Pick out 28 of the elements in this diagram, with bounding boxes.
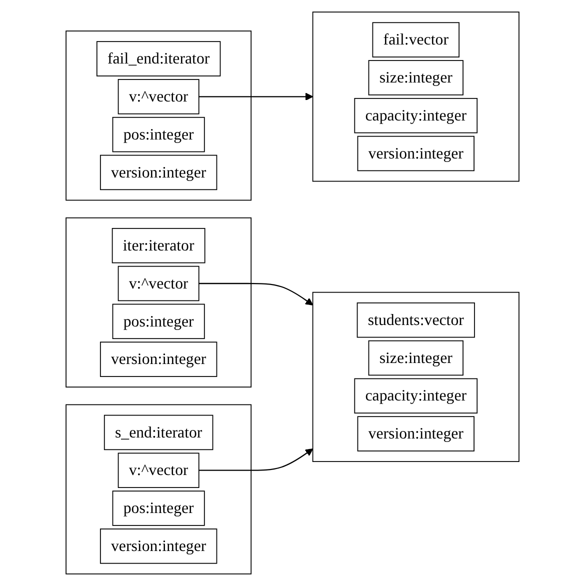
arrow <box>199 282 314 306</box>
node-box: size:integer <box>368 340 464 376</box>
node-box: version:integer <box>358 416 475 452</box>
node-box: version:integer <box>358 136 475 172</box>
node-box: iter:iterator <box>112 228 206 264</box>
node-box: pos:integer <box>112 304 206 340</box>
node-box: s_end:iterator <box>104 414 214 450</box>
node-box: capacity:integer <box>354 378 478 414</box>
node-box: v:^vector <box>118 452 200 488</box>
cluster <box>312 292 520 462</box>
cluster <box>66 30 252 201</box>
node-box: capacity:integer <box>354 98 478 134</box>
cluster <box>66 217 252 388</box>
node-box: pos:integer <box>112 490 206 526</box>
node-box: v:^vector <box>118 266 200 302</box>
node-box: version:integer <box>100 342 218 377</box>
arrow <box>199 448 314 471</box>
cluster <box>66 404 252 574</box>
node-box: v:^vector <box>118 79 200 114</box>
node-box: version:integer <box>100 528 218 564</box>
cluster <box>312 12 520 182</box>
node-box: fail:vector <box>372 22 460 58</box>
node-box: pos:integer <box>112 116 206 152</box>
node-box: fail_end:iterator <box>96 41 222 76</box>
arrow <box>199 92 314 101</box>
node-box: students:vector <box>357 302 476 338</box>
node-box: size:integer <box>368 60 464 96</box>
node-box: version:integer <box>100 154 218 190</box>
